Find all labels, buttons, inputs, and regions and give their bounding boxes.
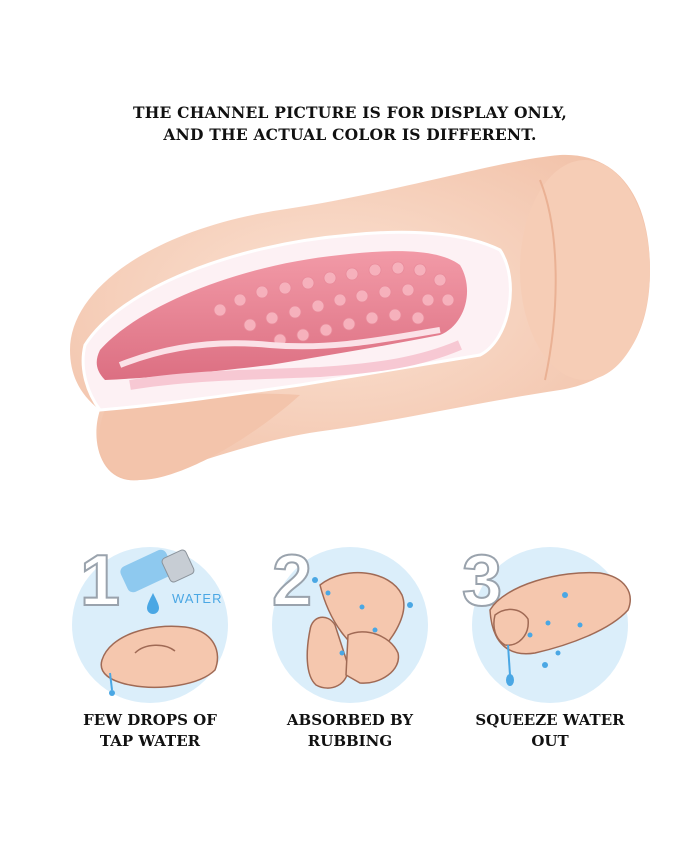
step-1-sleeve bbox=[100, 625, 219, 688]
step-3-caption-line-2: OUT bbox=[531, 732, 569, 750]
disclaimer-line-2: AND THE ACTUAL COLOR IS DIFFERENT. bbox=[163, 125, 537, 144]
step-1-caption-line-1: FEW DROPS OF bbox=[83, 711, 217, 729]
step-2-caption: ABSORBED BY RUBBING bbox=[250, 710, 450, 752]
step-3-caption-line-1: SQUEEZE WATER bbox=[475, 711, 625, 729]
sleeve-end bbox=[520, 160, 650, 380]
usage-steps: 1 WATER FEW DROPS OF TAP WATER 2 bbox=[0, 535, 700, 765]
water-bottle-icon bbox=[120, 549, 195, 593]
step-3: 3 SQUEEZE WATER OUT bbox=[450, 535, 650, 765]
step-3-caption: SQUEEZE WATER OUT bbox=[450, 710, 650, 752]
step-1-number: 1 bbox=[80, 541, 120, 621]
step-1-caption: FEW DROPS OF TAP WATER bbox=[50, 710, 250, 752]
hand-rubbing-icon bbox=[306, 572, 405, 689]
display-disclaimer: THE CHANNEL PICTURE IS FOR DISPLAY ONLY,… bbox=[0, 102, 700, 146]
water-drop-icon bbox=[147, 593, 159, 614]
step-1: 1 WATER FEW DROPS OF TAP WATER bbox=[50, 535, 250, 765]
step-2-caption-line-1: ABSORBED BY bbox=[286, 711, 414, 729]
step-1-water-tag: WATER bbox=[172, 591, 223, 606]
step-2: 2 ABSORBED BY RUBBING bbox=[250, 535, 450, 765]
sleeve-lower-lip bbox=[99, 393, 300, 481]
step-2-number: 2 bbox=[272, 541, 312, 621]
squeeze-icon bbox=[489, 571, 631, 655]
disclaimer-line-1: THE CHANNEL PICTURE IS FOR DISPLAY ONLY, bbox=[132, 103, 568, 122]
product-cutaway-illustration bbox=[70, 154, 650, 481]
step-1-caption-line-2: TAP WATER bbox=[99, 732, 201, 750]
step-2-caption-line-2: RUBBING bbox=[307, 732, 393, 750]
